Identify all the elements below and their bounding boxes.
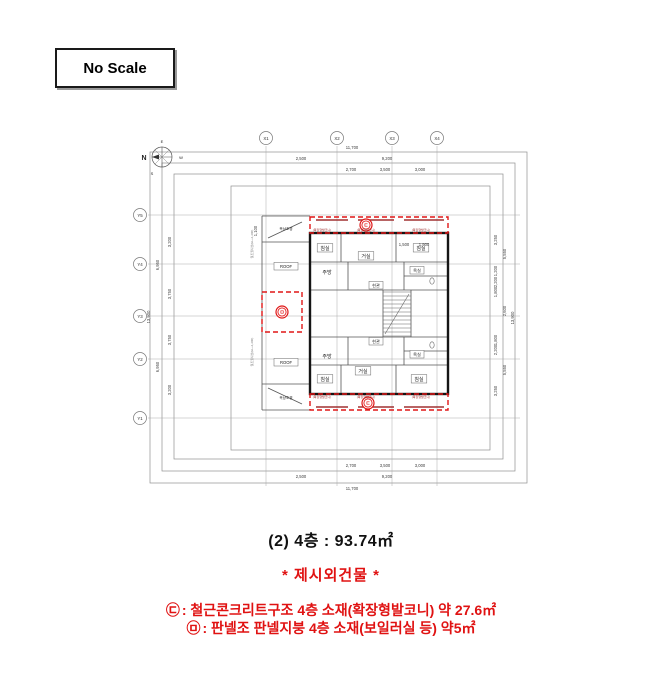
svg-text:ROOF: ROOF [280, 360, 293, 365]
svg-text:2,500: 2,500 [296, 474, 307, 479]
svg-text:Y5: Y5 [137, 213, 143, 218]
svg-text:ㄷ: ㄷ [366, 401, 371, 407]
svg-text:9,200: 9,200 [382, 156, 393, 161]
no-scale-label: No Scale [83, 59, 147, 77]
svg-text:(확장형발코니): (확장형발코니) [357, 394, 376, 399]
svg-text:2,500: 2,500 [296, 156, 307, 161]
svg-text:Y1: Y1 [137, 416, 143, 421]
svg-text:2,700: 2,700 [346, 463, 357, 468]
svg-text:1,200: 1,200 [493, 265, 498, 276]
compass-north-icon: N E S W [141, 139, 183, 176]
svg-text:1,800: 1,800 [493, 286, 498, 297]
svg-text:11,700: 11,700 [346, 145, 359, 150]
svg-text:1,500: 1,500 [399, 242, 410, 247]
svg-text:3,500: 3,500 [380, 167, 391, 172]
svg-text:침실: 침실 [416, 245, 426, 252]
main-outer-walls [308, 231, 450, 396]
svg-text:ROOF: ROOF [280, 264, 293, 269]
setback-notes: 일조권사선(EL+1,200) 일조권사선(EL+1,200) [249, 230, 254, 367]
svg-text:욕실: 욕실 [413, 267, 421, 274]
no-scale-box: No Scale [55, 48, 175, 88]
svg-text:13,900: 13,900 [146, 310, 151, 323]
svg-text:5,550: 5,550 [502, 248, 507, 259]
svg-text:13,900: 13,900 [510, 311, 515, 324]
svg-text:현관: 현관 [372, 282, 380, 288]
svg-text:N: N [141, 155, 146, 162]
extra-building-item-1: ㉢: 철근콘크리트구조 4층 소재(확장형발코니) 약 27.6㎡ [0, 601, 662, 619]
svg-text:2,600: 2,600 [502, 305, 507, 316]
extra-building-item-2: ㉤: 판넬조 판넬지붕 4층 소재(보일러실 등) 약5㎡ [0, 619, 662, 637]
svg-text:3,750: 3,750 [167, 288, 172, 299]
svg-text:(확장형발코니): (확장형발코니) [412, 227, 431, 232]
extra-building-text-1: : 철근콘크리트구조 4층 소재(확장형발코니) 약 27.6㎡ [181, 602, 497, 618]
bathroom-fixtures [429, 277, 435, 349]
svg-text:X2: X2 [334, 136, 340, 141]
svg-text:거실: 거실 [361, 253, 371, 260]
svg-text:9,200: 9,200 [382, 474, 393, 479]
svg-text:옥상조경: 옥상조경 [279, 395, 292, 400]
svg-text:X1: X1 [263, 136, 269, 141]
svg-text:(확장형발코니): (확장형발코니) [313, 227, 332, 232]
svg-text:W: W [179, 155, 183, 160]
circled-dieut-symbol: ㉢ [165, 602, 180, 618]
svg-text:X3: X3 [389, 136, 395, 141]
svg-text:E: E [161, 139, 164, 144]
svg-text:ㄷ: ㄷ [364, 223, 369, 229]
svg-text:5,550: 5,550 [502, 364, 507, 375]
svg-text:2,700: 2,700 [346, 167, 357, 172]
dimension-labels: 11,700 2,500 9,200 2,700 3,500 3,000 2,700 3,50… [146, 145, 515, 491]
svg-text:X4: X4 [434, 136, 440, 141]
svg-text:S: S [151, 171, 154, 176]
svg-text:현관: 현관 [372, 338, 380, 344]
svg-text:3,000: 3,000 [415, 463, 426, 468]
svg-text:일조권사선(EL+1,200): 일조권사선(EL+1,200) [249, 338, 254, 367]
svg-text:6,950: 6,950 [155, 259, 160, 270]
svg-text:ㅁ: ㅁ [280, 310, 285, 316]
svg-text:3,500: 3,500 [380, 463, 391, 468]
balcony-labels: (확장형발코니) (확장형발코니) (확장형발코니) (확장형발코니) (확장형발코니)… [313, 227, 431, 399]
svg-text:2,200: 2,200 [493, 344, 498, 355]
svg-text:3,000: 3,000 [415, 167, 426, 172]
svg-text:침실: 침실 [320, 376, 330, 383]
boundary-lines [149, 151, 528, 484]
svg-text:(확장형발코니): (확장형발코니) [313, 394, 332, 399]
svg-text:3,250: 3,250 [493, 234, 498, 245]
svg-text:(확장형발코니): (확장형발코니) [357, 227, 376, 232]
svg-text:11,700: 11,700 [346, 486, 359, 491]
svg-text:3,200: 3,200 [167, 384, 172, 395]
svg-text:3,250: 3,250 [493, 385, 498, 396]
svg-text:Y3: Y3 [137, 314, 143, 319]
extra-buildings-title: * 제시외건물 * [281, 567, 380, 584]
circled-mieum-symbol: ㉤ [186, 620, 201, 636]
svg-text:1,800: 1,800 [493, 334, 498, 345]
svg-text:주방: 주방 [322, 269, 332, 276]
svg-text:일조권사선(EL+1,200): 일조권사선(EL+1,200) [249, 230, 254, 259]
interior-walls [261, 215, 448, 411]
svg-text:(확장형발코니): (확장형발코니) [412, 394, 431, 399]
staircase [383, 291, 411, 337]
svg-text:거실: 거실 [358, 368, 368, 375]
svg-text:침실: 침실 [320, 245, 330, 252]
svg-text:Y4: Y4 [137, 262, 143, 267]
svg-text:6,950: 6,950 [155, 361, 160, 372]
extra-buildings-list: ㉢: 철근콘크리트구조 4층 소재(확장형발코니) 약 27.6㎡ ㉤: 판넬조… [0, 601, 662, 637]
extra-building-text-2: : 판넬조 판넬지붕 4층 소재(보일러실 등) 약5㎡ [202, 620, 476, 636]
svg-text:옥상조경: 옥상조경 [279, 226, 292, 231]
floor-area-caption: (2) 4층 : 93.74㎡ [268, 533, 394, 550]
red-dashed-areas: ㄷㄷㅁ [261, 216, 449, 411]
svg-text:주방: 주방 [322, 353, 332, 360]
svg-text:3,200: 3,200 [167, 236, 172, 247]
svg-text:2,200: 2,200 [493, 276, 498, 287]
svg-text:1,100: 1,100 [253, 225, 258, 236]
svg-text:3,750: 3,750 [167, 334, 172, 345]
svg-text:1,900: 1,900 [419, 242, 430, 247]
svg-text:욕실: 욕실 [413, 351, 421, 358]
svg-text:Y2: Y2 [137, 357, 143, 362]
svg-text:침실: 침실 [414, 376, 424, 383]
